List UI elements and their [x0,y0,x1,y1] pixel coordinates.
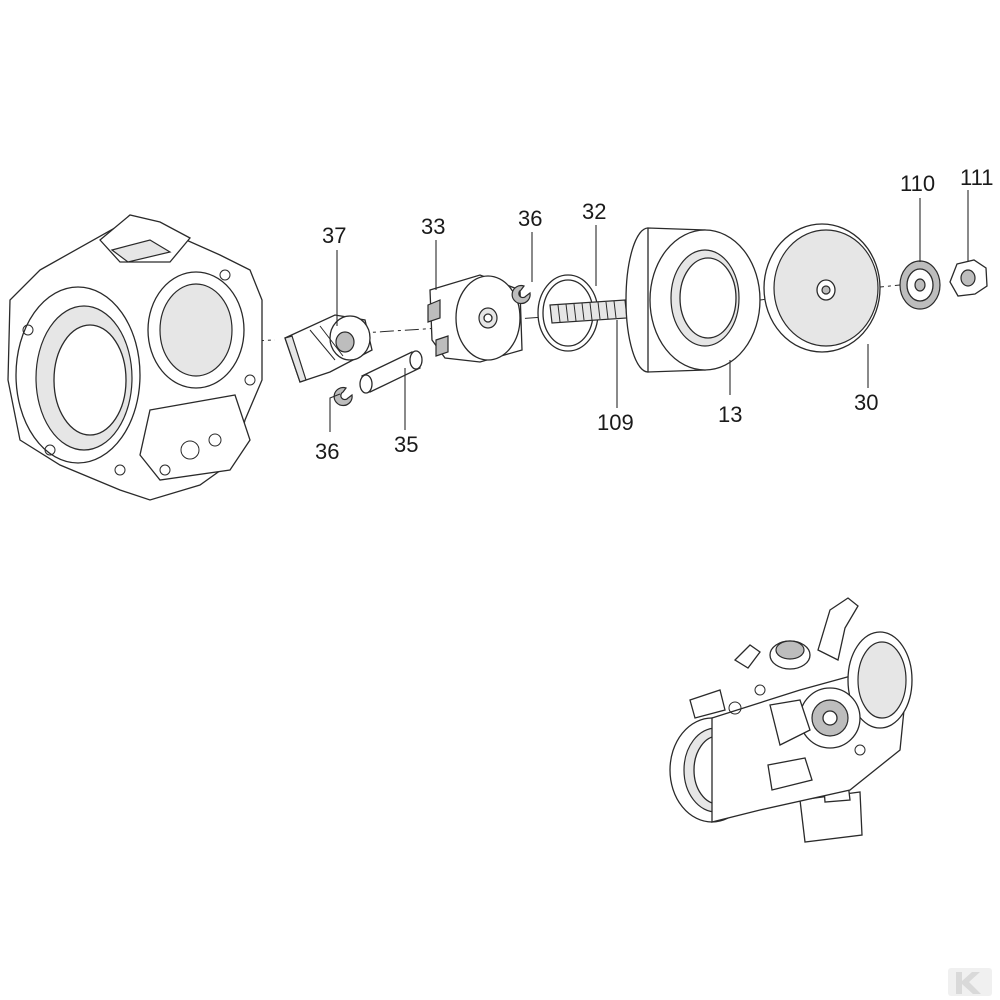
part-37-block [284,314,373,383]
callout-13: 13 [718,402,742,427]
callout-36-lower: 36 [315,439,339,464]
part-13-diaphragm [625,227,761,373]
leader-36b [329,393,341,432]
part-36-ring-lower [333,386,353,407]
callout-109: 109 [597,410,634,435]
part-33-piston [427,274,523,363]
part-111-nut [949,259,988,297]
callout-30: 30 [854,390,878,415]
callout-110: 110 [900,171,935,196]
assembled-pump-thumbnail [669,597,913,843]
part-110-washer [899,260,941,310]
callout-32: 32 [582,199,606,224]
callout-33: 33 [421,214,445,239]
callout-37: 37 [322,223,346,248]
part-36-ring-upper [511,284,531,305]
callout-111: 111 [960,165,993,190]
part-35-pin [359,350,423,394]
callout-36-upper: 36 [518,206,542,231]
callout-35: 35 [394,432,418,457]
brand-logo [948,968,992,996]
pump-housing [7,214,263,501]
part-30-cover [763,223,881,353]
